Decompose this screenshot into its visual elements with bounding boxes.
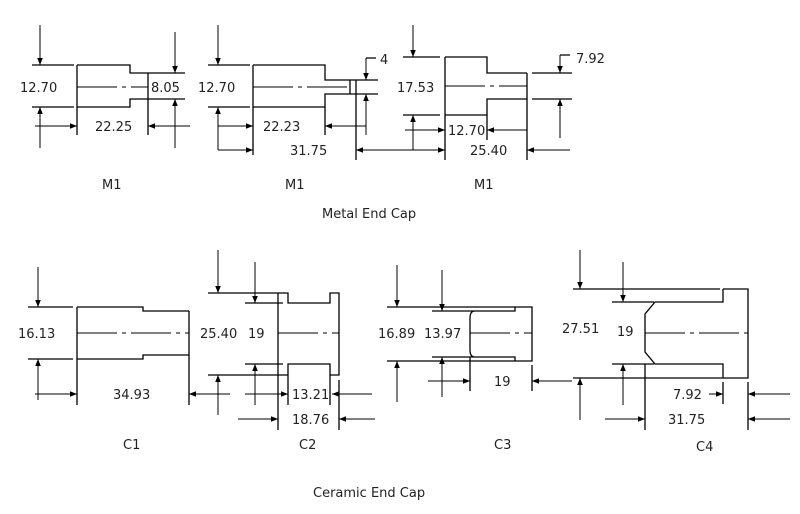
part-c3: 16.89 13.97 19 C3 xyxy=(378,265,572,453)
part-label: C4 xyxy=(696,440,713,455)
dim-flange: 7.92 xyxy=(673,388,702,403)
dim-small-diameter: 8.05 xyxy=(151,81,180,96)
dim-outer: 16.89 xyxy=(378,327,415,342)
part-m1-a: 12.70 8.05 22.25 M1 xyxy=(20,25,190,193)
dim-length: 13.21 xyxy=(292,388,329,403)
dim-length: 22.23 xyxy=(263,120,300,135)
dim-total: 31.75 xyxy=(290,144,327,159)
dim-total: 18.76 xyxy=(292,413,329,428)
part-label: C3 xyxy=(494,438,511,453)
dim-diameter: 16.13 xyxy=(18,327,55,342)
part-m1-b: 12.70 4 22.23 31.75 M1 xyxy=(198,25,400,193)
dim-diameter: 12.70 xyxy=(20,81,57,96)
part-label: C1 xyxy=(123,438,140,453)
part-c2: 25.40 19 13.21 18.76 C2 xyxy=(200,250,375,453)
dim-inner: 13.97 xyxy=(424,327,461,342)
dim-length: 22.25 xyxy=(95,120,132,135)
dim-outer: 27.51 xyxy=(562,322,599,337)
dim-length: 19 xyxy=(494,375,511,390)
dim-outer: 25.40 xyxy=(200,327,237,342)
part-c4: 27.51 19 7.92 31.75 C4 xyxy=(562,250,790,455)
part-c1: 16.13 34.93 C1 xyxy=(18,267,230,453)
metal-section-title: Metal End Cap xyxy=(322,207,416,222)
dim-length: 34.93 xyxy=(113,388,150,403)
part-label: C2 xyxy=(299,438,316,453)
dim-inner: 19 xyxy=(248,327,265,342)
part-m1-c: 17.53 7.92 12.70 25.40 M1 xyxy=(392,25,605,193)
dim-total: 25.40 xyxy=(470,144,507,159)
part-label: M1 xyxy=(474,178,494,193)
dim-total: 31.75 xyxy=(668,413,705,428)
dim-pin: 4 xyxy=(380,53,388,68)
dim-diameter: 17.53 xyxy=(397,81,434,96)
part-label: M1 xyxy=(285,178,305,193)
dim-small-diameter: 7.92 xyxy=(576,52,605,67)
ceramic-section-title: Ceramic End Cap xyxy=(313,486,425,501)
dim-length: 12.70 xyxy=(448,124,485,139)
dim-inner: 19 xyxy=(617,325,634,340)
part-label: M1 xyxy=(102,178,122,193)
dim-diameter: 12.70 xyxy=(198,81,235,96)
